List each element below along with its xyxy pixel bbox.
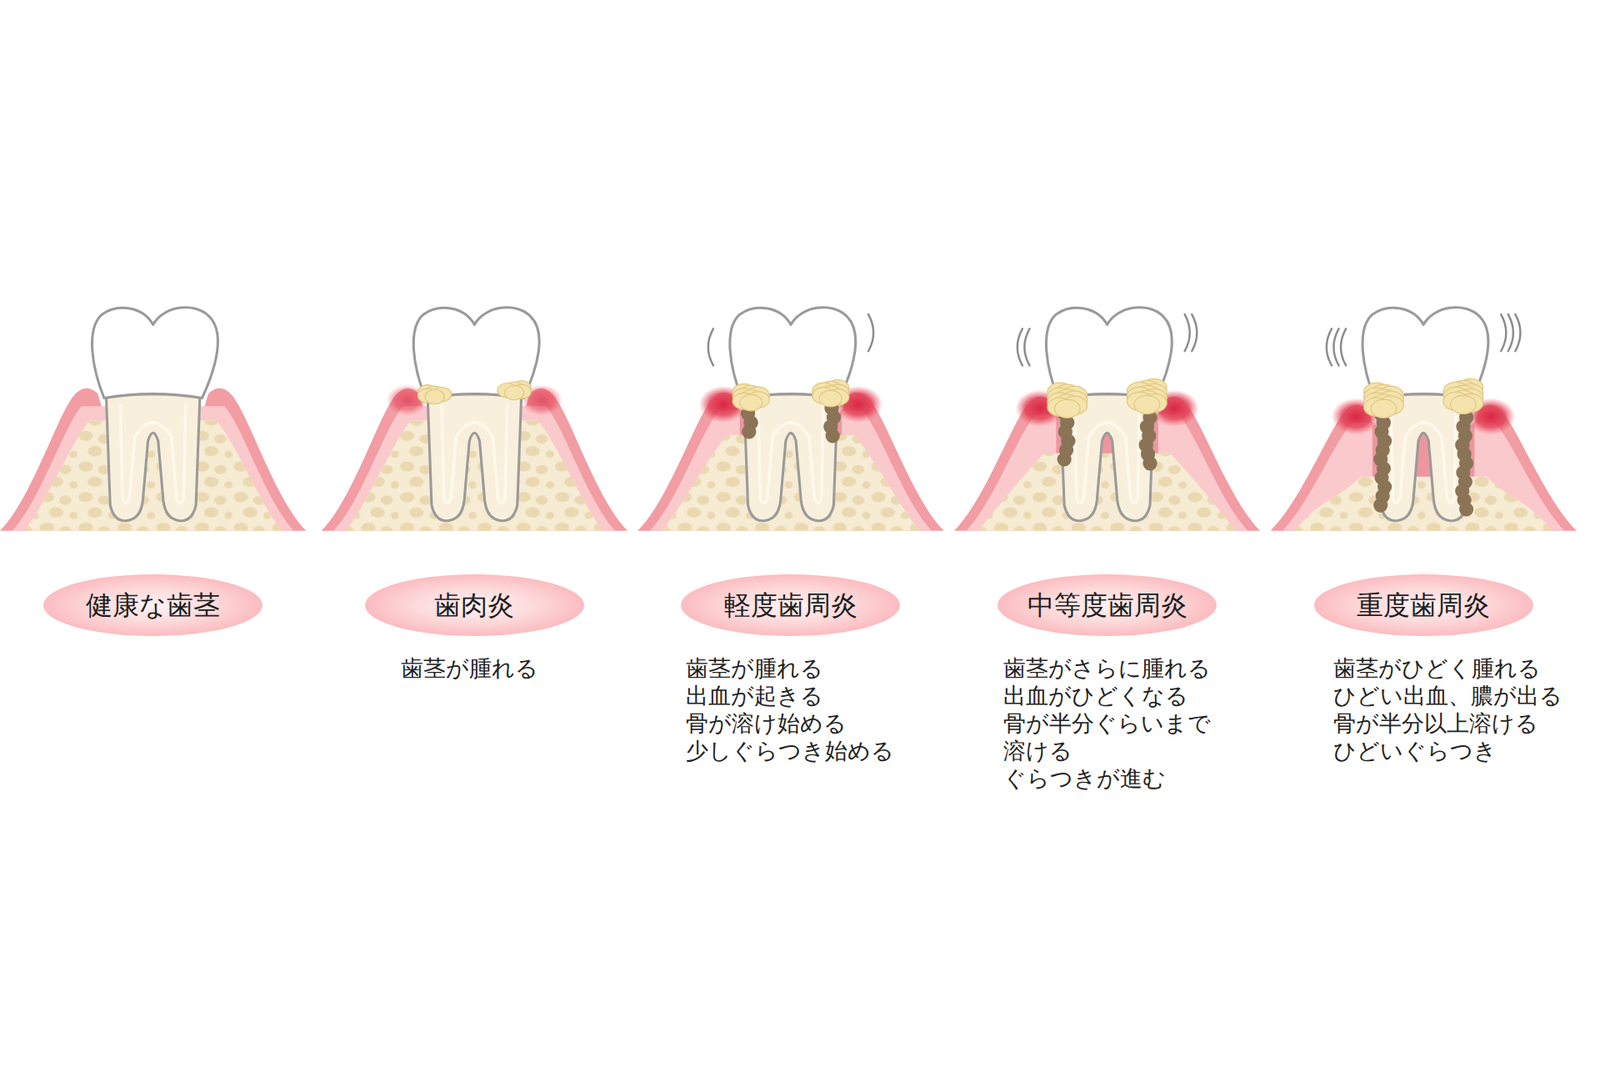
stage-description: 歯茎がひどく腫れる ひどい出血、膿が出る 骨が半分以上溶ける ひどいぐらつき — [1333, 654, 1570, 765]
stage-pill: 健康な歯茎 — [43, 574, 263, 636]
stage-pill: 中等度歯周炎歯茎がさらに腫れる 出血がひどくなる 骨が半分ぐらいまで 溶ける ぐ… — [997, 574, 1217, 636]
stage-description: 歯茎が腫れる — [400, 654, 626, 682]
stage-title: 健康な歯茎 — [43, 588, 263, 622]
stage-description: 歯茎がさらに腫れる 出血がひどくなる 骨が半分ぐらいまで 溶ける ぐらつきが進む — [1003, 654, 1220, 792]
tooth-figure — [637, 307, 944, 531]
tooth-figure — [954, 307, 1260, 531]
tooth-figure — [0, 307, 306, 531]
stage-description: 歯茎が腫れる 出血が起きる 骨が溶け始める 少しぐらつき始める — [685, 654, 911, 765]
tooth-figure — [1270, 307, 1576, 531]
stage-pill: 軽度歯周炎歯茎が腫れる 出血が起きる 骨が溶け始める 少しぐらつき始める — [680, 574, 900, 636]
stage-title: 歯肉炎 — [365, 588, 585, 622]
stage-pill: 重度歯周炎歯茎がひどく腫れる ひどい出血、膿が出る 骨が半分以上溶ける ひどいぐ… — [1314, 574, 1534, 636]
stage-pill: 歯肉炎歯茎が腫れる — [365, 574, 585, 636]
tooth-figure — [321, 307, 628, 531]
stage-title: 重度歯周炎 — [1314, 588, 1534, 622]
stage-title: 中等度歯周炎 — [997, 588, 1217, 622]
stage-title: 軽度歯周炎 — [680, 588, 900, 622]
